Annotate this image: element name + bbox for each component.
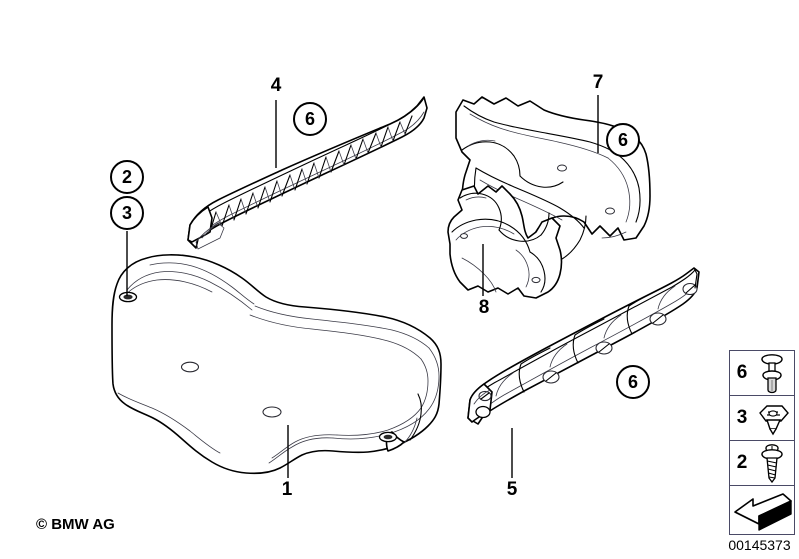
clip-nut-icon xyxy=(754,396,794,440)
callout-3-badge: 3 xyxy=(110,196,144,230)
legend-label-2: 2 xyxy=(736,452,748,473)
callout-7-label: 7 xyxy=(592,72,604,93)
legend-row-expanding-rivet: 6 xyxy=(730,351,794,396)
callout-2-badge: 2 xyxy=(110,160,144,194)
callout-5-label: 5 xyxy=(506,479,518,500)
callout-4-label: 4 xyxy=(270,75,282,96)
callout-6-bottom-badge: 6 xyxy=(616,365,650,399)
copyright-notice: © BMW AG xyxy=(36,516,115,533)
legend-row-direction-arrow xyxy=(730,486,794,534)
legend-row-screw: 2 xyxy=(730,441,794,486)
part-4-shape xyxy=(187,96,428,250)
callout-8-label: 8 xyxy=(478,297,490,318)
legend-label-6: 6 xyxy=(736,362,748,383)
diagram-part-number: 00145373 xyxy=(728,537,791,553)
fastener-legend: 6 3 xyxy=(729,350,795,535)
expanding-rivet-icon xyxy=(754,351,794,395)
legend-row-clip-nut: 3 xyxy=(730,396,794,441)
callout-6-right-badge: 6 xyxy=(606,123,640,157)
callout-1-label: 1 xyxy=(281,479,293,500)
direction-arrow-icon xyxy=(730,486,795,534)
legend-label-3: 3 xyxy=(736,407,748,428)
callout-6-top-badge: 6 xyxy=(293,102,327,136)
part-1-shape xyxy=(111,254,442,475)
leader-lines xyxy=(126,95,599,478)
self-tapping-screw-icon xyxy=(754,441,794,485)
part-8-shape xyxy=(447,185,563,299)
part-5-shape xyxy=(467,267,700,425)
